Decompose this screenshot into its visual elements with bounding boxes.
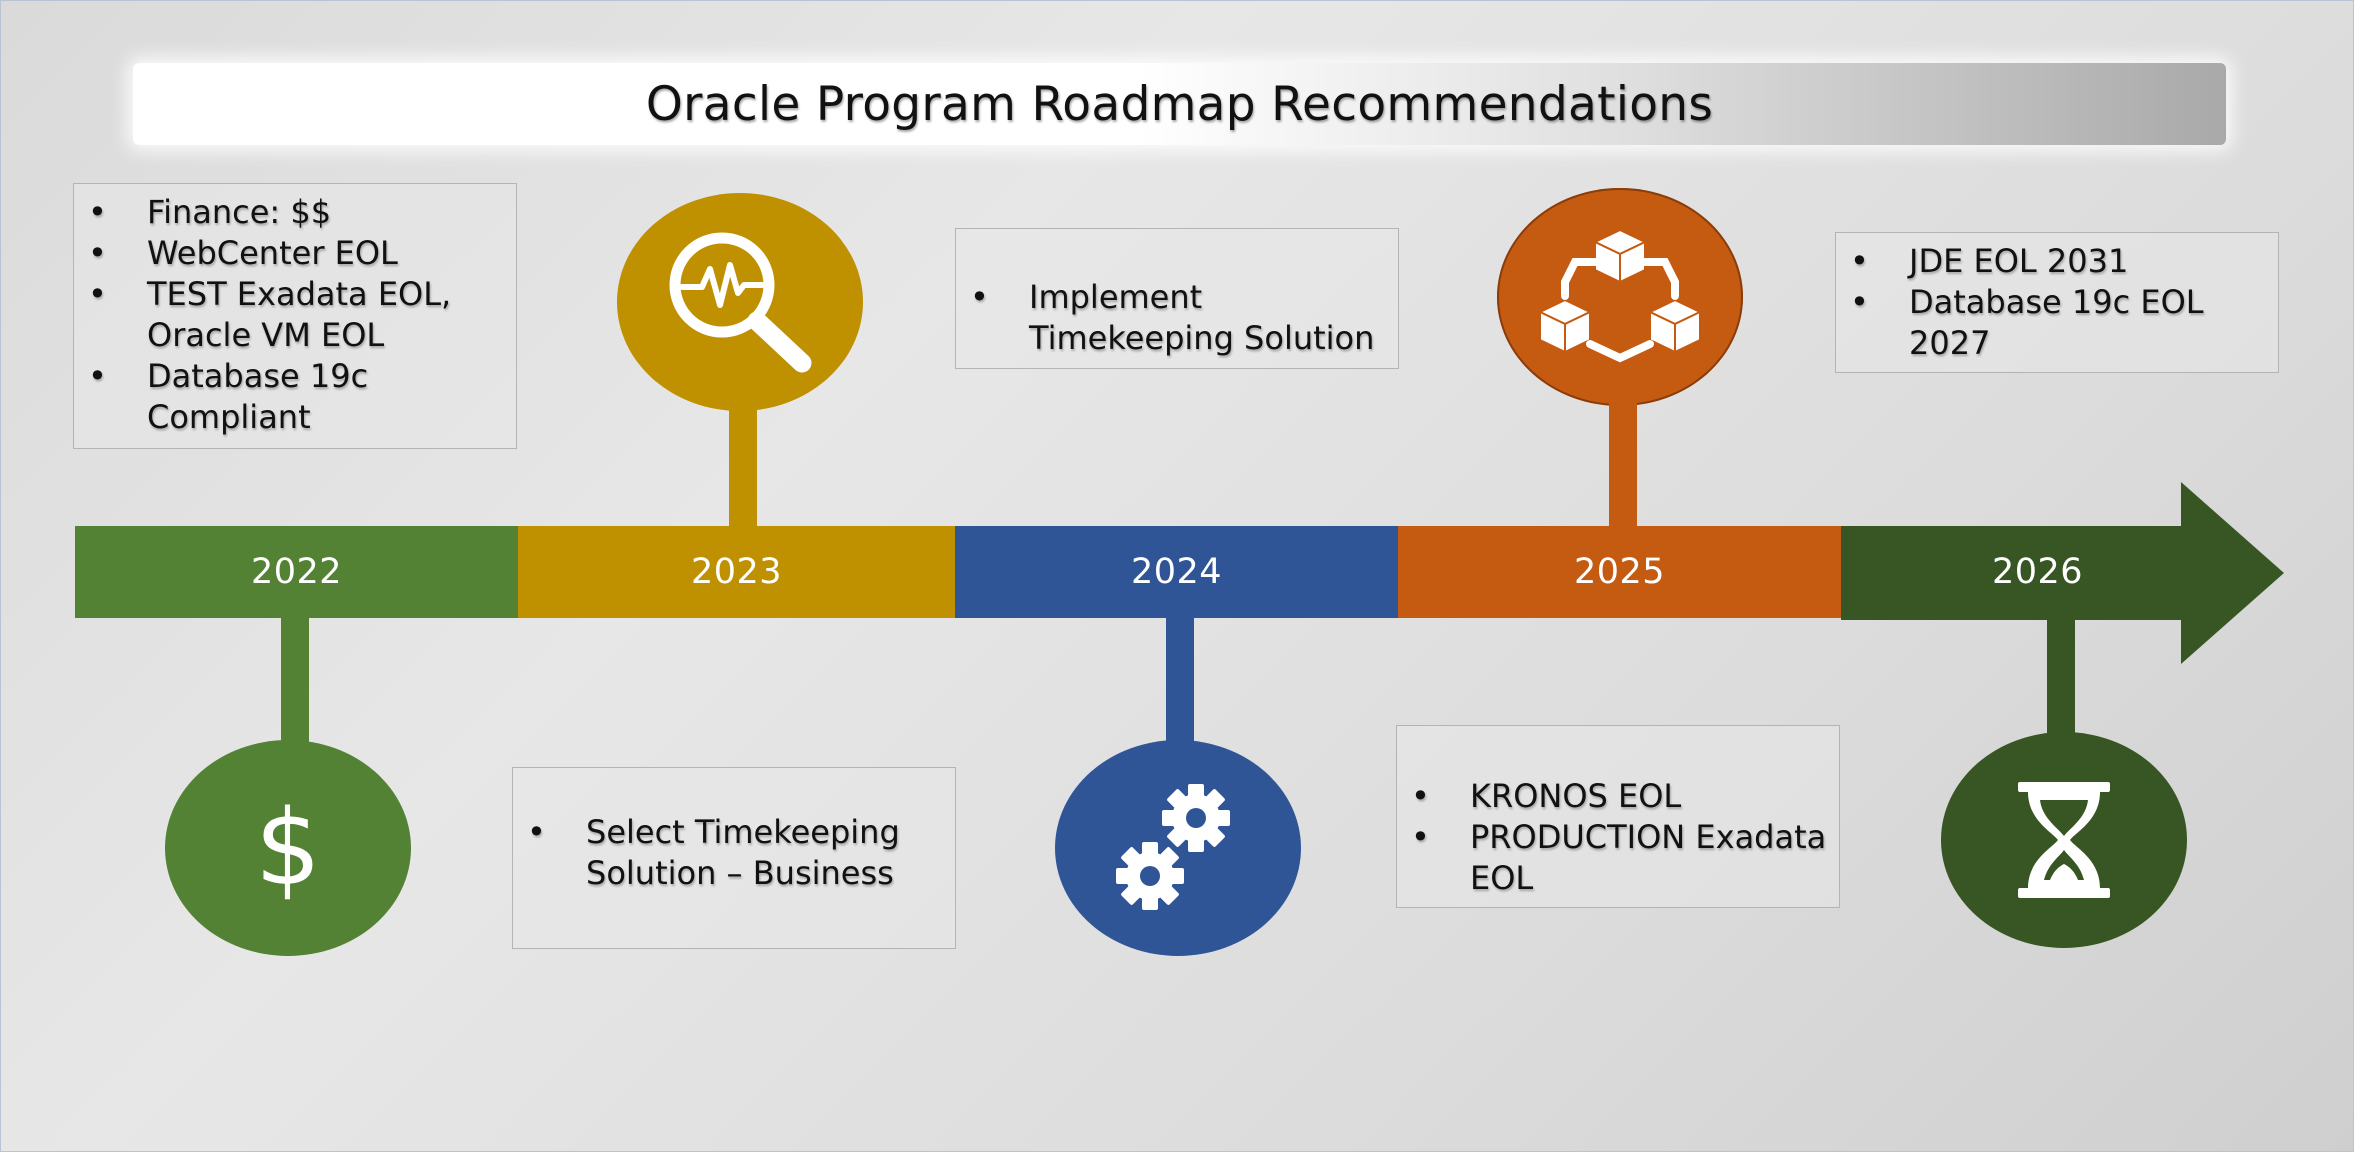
milestone-2023-circle — [617, 193, 863, 411]
milestone-2026-notes: JDE EOL 2031 Database 19c EOL 2027 — [1835, 232, 2279, 373]
list-item: JDE EOL 2031 — [1836, 241, 2278, 282]
timeline-segment-2023: 2023 — [518, 526, 955, 618]
milestone-2022-stem — [281, 618, 309, 743]
timeline-segment-2025: 2025 — [1398, 526, 1841, 618]
list-item: Database 19c EOL 2027 — [1836, 282, 2278, 364]
list-item: PRODUCTION Exadata EOL — [1397, 817, 1839, 899]
timeline-arrowhead — [1841, 482, 2284, 664]
milestone-2022-notes: Finance: $$ WebCenter EOL TEST Exadata E… — [73, 183, 517, 449]
milestone-2024-stem — [1166, 618, 1194, 743]
milestone-2026-stem — [2047, 618, 2075, 736]
list-item: Select Timekeeping Solution – Business — [513, 812, 955, 894]
list-item: Database 19c Compliant — [74, 356, 516, 438]
milestone-2022-circle: $ — [165, 740, 411, 956]
year-label-2022: 2022 — [250, 552, 343, 592]
page-title: Oracle Program Roadmap Recommendations — [645, 76, 1714, 132]
hourglass-icon — [2018, 782, 2110, 898]
year-label-2026: 2026 — [1991, 552, 2084, 592]
milestone-2024-circle — [1055, 740, 1301, 956]
milestone-2025-notes: KRONOS EOL PRODUCTION Exadata EOL — [1396, 725, 1840, 908]
dollar-icon: $ — [254, 787, 322, 909]
list-item: WebCenter EOL — [74, 233, 516, 274]
list-item: Implement Timekeeping Solution — [956, 277, 1398, 359]
connected-cubes-icon — [1537, 228, 1703, 363]
timeline-segment-2022: 2022 — [75, 526, 518, 618]
year-label-2025: 2025 — [1573, 552, 1666, 592]
gears-icon — [1116, 784, 1230, 910]
milestone-2026-circle — [1941, 732, 2187, 948]
list-item: KRONOS EOL — [1397, 776, 1839, 817]
title-banner: Oracle Program Roadmap Recommendations — [133, 63, 2226, 145]
milestone-2025-circle — [1497, 188, 1743, 406]
milestone-2024-notes: Implement Timekeeping Solution — [955, 228, 1399, 369]
year-label-2023: 2023 — [690, 552, 783, 592]
list-item: Finance: $$ — [74, 192, 516, 233]
milestone-2023-notes: Select Timekeeping Solution – Business — [512, 767, 956, 949]
list-item: TEST Exadata EOL, Oracle VM EOL — [74, 274, 516, 356]
milestone-2023-stem — [729, 406, 757, 527]
milestone-2025-stem — [1609, 401, 1637, 527]
timeline-segment-2024: 2024 — [955, 526, 1398, 618]
timeline-segment-2026: 2026 — [1841, 526, 2234, 618]
year-label-2024: 2024 — [1130, 552, 1223, 592]
analytics-magnifier-icon — [669, 232, 812, 373]
